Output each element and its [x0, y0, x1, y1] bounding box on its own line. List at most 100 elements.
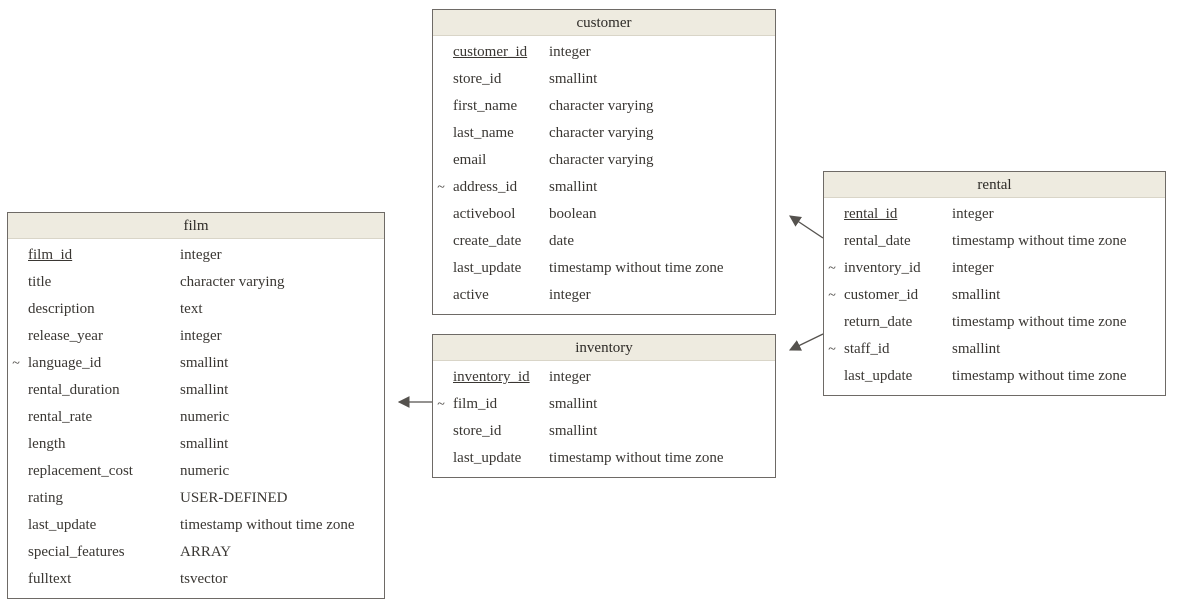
column-type: integer — [549, 44, 591, 60]
column-row[interactable]: create_date date — [433, 228, 775, 255]
column-name: rental_duration — [28, 382, 120, 398]
column-name: create_date — [453, 233, 522, 249]
column-type: timestamp without time zone — [549, 450, 724, 466]
column-type: timestamp without time zone — [952, 368, 1127, 384]
column-name: rental_rate — [28, 409, 93, 425]
primary-key-column-name: film_id — [28, 247, 73, 263]
column-name: description — [28, 301, 95, 317]
column-row[interactable]: ~ staff_id smallint — [824, 336, 1165, 363]
column-name: store_id — [453, 71, 502, 87]
column-name: staff_id — [844, 341, 890, 357]
column-type: integer — [180, 247, 222, 263]
foreign-key-icon: ~ — [828, 342, 836, 357]
column-row[interactable]: customer_id integer — [433, 39, 775, 66]
column-type: integer — [549, 287, 591, 303]
column-name: inventory_id — [844, 260, 921, 276]
column-name: replacement_cost — [28, 463, 133, 479]
column-type: smallint — [952, 287, 1001, 303]
column-type: smallint — [549, 71, 598, 87]
column-name: fulltext — [28, 571, 72, 587]
column-name: film_id — [453, 396, 498, 412]
column-name: store_id — [453, 423, 502, 439]
column-type: timestamp without time zone — [180, 517, 355, 533]
column-row[interactable]: replacement_cost numeric — [8, 458, 384, 485]
column-name: address_id — [453, 179, 518, 195]
column-type: smallint — [952, 341, 1001, 357]
column-type: integer — [549, 369, 591, 385]
column-name: email — [453, 152, 487, 168]
column-type: date — [549, 233, 574, 249]
column-type: numeric — [180, 463, 230, 479]
column-name: active — [453, 287, 489, 303]
column-row[interactable]: rental_id integer — [824, 201, 1165, 228]
column-type: smallint — [180, 382, 229, 398]
column-name: activebool — [453, 206, 516, 222]
column-row[interactable]: rental_duration smallint — [8, 377, 384, 404]
column-type: character varying — [180, 274, 285, 290]
column-row[interactable]: description text — [8, 296, 384, 323]
column-type: timestamp without time zone — [952, 233, 1127, 249]
column-row[interactable]: active integer — [433, 282, 775, 309]
column-row[interactable]: special_features ARRAY — [8, 539, 384, 566]
table-title-film: film — [8, 213, 384, 239]
column-row[interactable]: last_name character varying — [433, 120, 775, 147]
column-type: text — [180, 301, 203, 317]
column-type: integer — [952, 206, 994, 222]
column-type: smallint — [180, 355, 229, 371]
table-title-inventory: inventory — [433, 335, 775, 361]
primary-key-column-name: inventory_id — [453, 369, 530, 385]
column-row[interactable]: store_id smallint — [433, 418, 775, 445]
column-name: last_update — [28, 517, 97, 533]
relationship-rental-inventory — [788, 333, 824, 351]
column-type: character varying — [549, 152, 654, 168]
column-name: special_features — [28, 544, 125, 560]
column-row[interactable]: email character varying — [433, 147, 775, 174]
column-row[interactable]: film_id integer — [8, 242, 384, 269]
foreign-key-icon: ~ — [828, 288, 836, 303]
column-type: character varying — [549, 125, 654, 141]
column-type: ARRAY — [180, 544, 232, 560]
column-row[interactable]: store_id smallint — [433, 66, 775, 93]
column-row[interactable]: last_update timestamp without time zone — [8, 512, 384, 539]
table-title-customer: customer — [433, 10, 775, 36]
column-type: character varying — [549, 98, 654, 114]
column-row[interactable]: fulltext tsvector — [8, 566, 384, 593]
column-name: language_id — [28, 355, 102, 371]
foreign-key-icon: ~ — [437, 397, 445, 412]
column-name: release_year — [28, 328, 103, 344]
column-name: return_date — [844, 314, 913, 330]
table-title-rental: rental — [824, 172, 1165, 198]
column-type: tsvector — [180, 571, 228, 587]
column-name: length — [28, 436, 66, 452]
foreign-key-icon: ~ — [828, 261, 836, 276]
primary-key-column-name: rental_id — [844, 206, 898, 222]
column-name: last_name — [453, 125, 514, 141]
column-type: smallint — [549, 423, 598, 439]
column-row[interactable]: inventory_id integer — [433, 364, 775, 391]
primary-key-column-name: customer_id — [453, 44, 528, 60]
